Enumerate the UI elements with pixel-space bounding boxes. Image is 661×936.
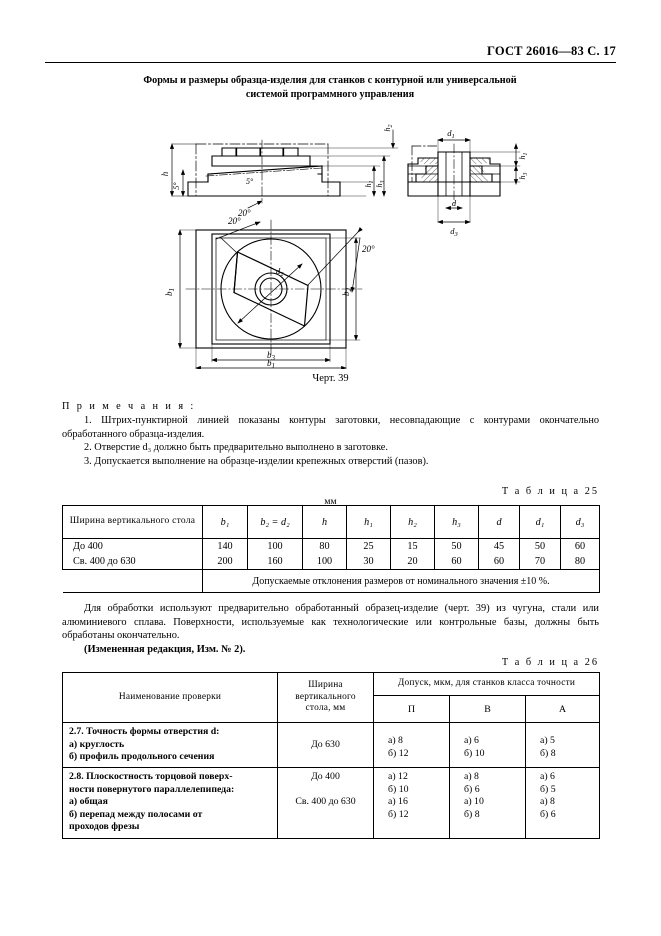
table25-header-cell-0: Ширина вертикального стола bbox=[62, 505, 203, 539]
table25-row1-val0: 200 bbox=[202, 554, 248, 570]
body-paragraph-block: Для обработки используют предварительно … bbox=[62, 602, 599, 656]
svg-text:d2: d2 bbox=[276, 266, 284, 278]
table25-row1-val8: 80 bbox=[560, 554, 600, 570]
svg-text:d: d bbox=[452, 198, 457, 208]
table25-row1-val7: 70 bbox=[519, 554, 561, 570]
table25-row0-val0: 140 bbox=[202, 538, 248, 554]
svg-text:d1: d1 bbox=[447, 128, 455, 140]
table26: Наименование проверки Ширина вертикально… bbox=[62, 672, 600, 839]
svg-text:h3: h3 bbox=[375, 181, 386, 188]
table25-header-cell-4: h₁ bbox=[346, 505, 391, 539]
table25-header-row: Ширина вертикального стола b₁ b₂ = d₂ h … bbox=[62, 505, 600, 539]
table26-header-class-p: П bbox=[373, 695, 450, 723]
table25-header-cell-3: h bbox=[302, 505, 347, 539]
page-header-standard-ref: ГОСТ 26016—83 С. 17 bbox=[487, 44, 616, 58]
page-title-line1: Формы и размеры образца-изделия для стан… bbox=[143, 75, 517, 86]
table25-footnote-spacer bbox=[62, 569, 203, 593]
revision-note: (Измененная редакция, Изм. № 2). bbox=[84, 643, 246, 655]
svg-text:h1: h1 bbox=[518, 153, 529, 160]
table25-row0-val3: 25 bbox=[346, 538, 391, 554]
svg-text:d3: d3 bbox=[450, 226, 458, 238]
table25-row0-val7: 50 bbox=[519, 538, 561, 554]
table25-row1-val4: 20 bbox=[390, 554, 435, 570]
table-row: Св. 400 до 630 200 160 100 30 20 60 60 7… bbox=[62, 554, 600, 570]
svg-text:b3: b3 bbox=[267, 350, 276, 362]
table26-header-row-1: Наименование проверки Ширина вертикально… bbox=[62, 672, 600, 723]
table25-wrapper: Ширина вертикального стола b₁ b₂ = d₂ h … bbox=[62, 505, 600, 593]
svg-text:5°: 5° bbox=[172, 182, 181, 190]
svg-text:b2: b2 bbox=[341, 288, 353, 297]
svg-text:h3: h3 bbox=[518, 173, 529, 180]
table26-header-tolerance-group: Допуск, мкм, для станков класса точности bbox=[373, 672, 600, 696]
table25-header-cell-1: b₁ bbox=[202, 505, 248, 539]
table-row: До 400 140 100 80 25 15 50 45 50 60 bbox=[62, 538, 600, 554]
table25-row1-val3: 30 bbox=[346, 554, 391, 570]
table25-row0-val5: 50 bbox=[434, 538, 479, 554]
table26-wrapper: Наименование проверки Ширина вертикально… bbox=[62, 672, 600, 839]
svg-text:b1: b1 bbox=[267, 358, 275, 369]
table25-caption: Т а б л и ц а 25 bbox=[501, 486, 599, 497]
table26-header-check-name: Наименование проверки bbox=[62, 672, 278, 723]
svg-text:h1: h1 bbox=[364, 181, 375, 188]
table-row: 2.7. Точность формы отверстия d: а) круг… bbox=[62, 722, 600, 768]
table25-footnote: Допускаемые отклонения размеров от номин… bbox=[202, 569, 600, 593]
table25-footnote-row: Допускаемые отклонения размеров от номин… bbox=[62, 569, 600, 593]
table25-row0-name: До 400 bbox=[62, 538, 203, 554]
header-divider bbox=[45, 62, 616, 63]
table25: Ширина вертикального стола b₁ b₂ = d₂ h … bbox=[62, 505, 600, 593]
note-item-3: 3. Допускается выполнение на образце-изд… bbox=[84, 455, 429, 467]
table25-header-cell-2: b₂ = d₂ bbox=[247, 505, 303, 539]
technical-drawing-figure-39: h 5° 5° h2 h1 h3 20° d1 d d3 h1 h3 b1 b2… bbox=[150, 104, 550, 369]
table26-header-table-width: Ширина вертикального стола, мм bbox=[277, 672, 374, 723]
table25-header-cell-5: h₂ bbox=[390, 505, 435, 539]
table25-row0-val1: 100 bbox=[247, 538, 303, 554]
table25-header-cell-7: d bbox=[478, 505, 520, 539]
body-paragraph: Для обработки используют предварительно … bbox=[62, 603, 599, 642]
table26-row0-name: 2.7. Точность формы отверстия d: а) круг… bbox=[62, 722, 278, 768]
table25-row0-val2: 80 bbox=[302, 538, 347, 554]
label-angle-20-left: 20° bbox=[228, 216, 241, 226]
table25-row1-val6: 60 bbox=[478, 554, 520, 570]
table25-unit: мм bbox=[324, 496, 337, 507]
note-item-2: 2. Отверстие d₃ должно быть предваритель… bbox=[84, 442, 388, 454]
table25-row0-val6: 45 bbox=[478, 538, 520, 554]
table25-row0-val4: 15 bbox=[390, 538, 435, 554]
notes-block: П р и м е ч а н и я : 1. Штрих-пунктирно… bbox=[62, 400, 599, 468]
table25-row0-val8: 60 bbox=[560, 538, 600, 554]
page-title: Формы и размеры образца-изделия для стан… bbox=[80, 74, 580, 102]
table26-row0-width: До 630 bbox=[277, 722, 374, 768]
figure-caption: Черт. 39 bbox=[312, 373, 349, 384]
svg-text:h2: h2 bbox=[383, 125, 394, 132]
table26-header-class-v: В bbox=[449, 695, 526, 723]
table25-row1-val2: 100 bbox=[302, 554, 347, 570]
table25-header-cell-9: d₃ bbox=[560, 505, 600, 539]
table25-header-cell-6: h₃ bbox=[434, 505, 479, 539]
label-angle-5: 5° bbox=[246, 177, 254, 186]
label-angle-20-right: 20° bbox=[362, 244, 375, 254]
svg-text:b1: b1 bbox=[164, 288, 176, 296]
page-title-line2: системой программного управления bbox=[245, 89, 415, 100]
label-angle-20-front: 20° bbox=[238, 208, 251, 218]
table25-header-cell-8: d₁ bbox=[519, 505, 561, 539]
table25-row1-val1: 160 bbox=[247, 554, 303, 570]
note-item-1: 1. Штрих-пунктирной линией показаны конт… bbox=[62, 415, 599, 440]
table26-caption: Т а б л и ц а 26 bbox=[501, 657, 599, 668]
label-h: h bbox=[160, 171, 170, 176]
notes-heading: П р и м е ч а н и я : bbox=[62, 401, 196, 412]
table25-row1-val5: 60 bbox=[434, 554, 479, 570]
table25-row1-name: Св. 400 до 630 bbox=[62, 554, 203, 570]
table26-header-class-a: А bbox=[525, 695, 600, 723]
table26-row1-name: 2.8. Плоскостность торцовой поверх- ност… bbox=[62, 767, 278, 839]
table-row: 2.8. Плоскостность торцовой поверх- ност… bbox=[62, 767, 600, 839]
